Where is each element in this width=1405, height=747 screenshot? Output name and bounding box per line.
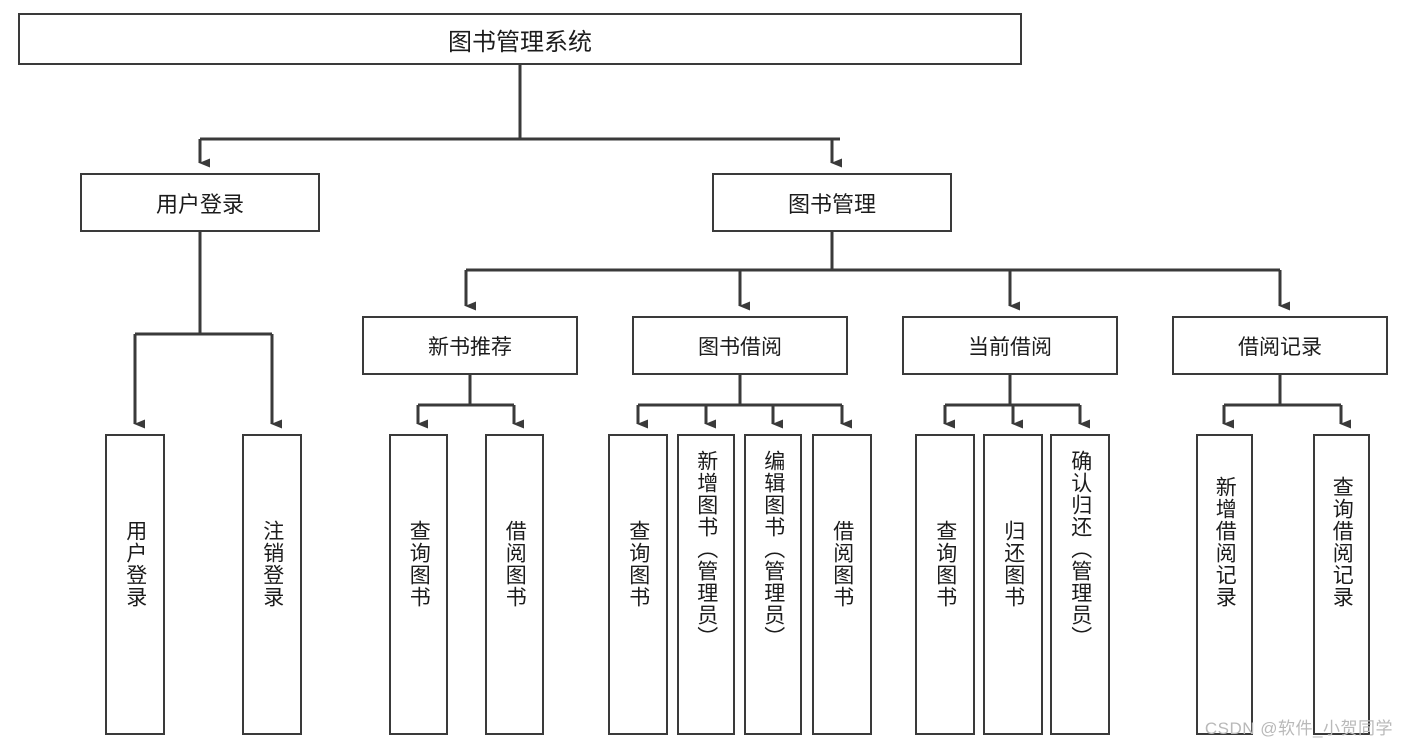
- leaf-label: 新增图书（管理员）: [694, 450, 718, 648]
- leaf-label: 借阅图书: [830, 520, 854, 608]
- leaf-label: 查询图书: [933, 520, 957, 608]
- node-new-book-recommend[interactable]: 新书推荐: [362, 316, 578, 375]
- node-new-book-recommend-label: 新书推荐: [428, 335, 512, 359]
- leaf-book-borrow-edit[interactable]: 编辑图书（管理员）: [744, 434, 802, 735]
- watermark: CSDN @软件_小贺同学: [1204, 719, 1393, 738]
- node-book-borrow[interactable]: 图书借阅: [632, 316, 848, 375]
- leaf-new-book-query[interactable]: 查询图书: [389, 434, 448, 735]
- leaf-label: 新增借阅记录: [1213, 476, 1237, 608]
- leaf-label: 查询图书: [407, 520, 431, 608]
- leaf-book-borrow-borrow[interactable]: 借阅图书: [812, 434, 872, 735]
- leaf-label: 确认归还（管理员）: [1068, 450, 1092, 648]
- node-borrow-record-label: 借阅记录: [1238, 335, 1322, 359]
- leaf-label: 编辑图书（管理员）: [761, 450, 785, 648]
- leaf-label: 查询借阅记录: [1330, 476, 1354, 608]
- leaf-user-login-logout[interactable]: 注销登录: [242, 434, 302, 735]
- node-root[interactable]: 图书管理系统: [18, 13, 1022, 65]
- node-book-management[interactable]: 图书管理: [712, 173, 952, 232]
- node-user-login[interactable]: 用户登录: [80, 173, 320, 232]
- leaf-user-login-login[interactable]: 用户登录: [105, 434, 165, 735]
- leaf-borrow-record-add[interactable]: 新增借阅记录: [1196, 434, 1253, 735]
- node-current-borrow-label: 当前借阅: [968, 335, 1052, 359]
- node-borrow-record[interactable]: 借阅记录: [1172, 316, 1388, 375]
- leaf-label: 注销登录: [260, 520, 284, 608]
- node-book-borrow-label: 图书借阅: [698, 335, 782, 359]
- node-current-borrow[interactable]: 当前借阅: [902, 316, 1118, 375]
- node-user-login-label: 用户登录: [155, 191, 244, 217]
- leaf-book-borrow-add[interactable]: 新增图书（管理员）: [677, 434, 735, 735]
- leaf-current-borrow-confirm-return[interactable]: 确认归还（管理员）: [1050, 434, 1110, 735]
- node-root-label: 图书管理系统: [448, 28, 592, 56]
- leaf-borrow-record-query[interactable]: 查询借阅记录: [1313, 434, 1370, 735]
- leaf-current-borrow-query[interactable]: 查询图书: [915, 434, 975, 735]
- leaf-current-borrow-return[interactable]: 归还图书: [983, 434, 1043, 735]
- leaf-label: 借阅图书: [503, 520, 527, 608]
- leaf-label: 归还图书: [1001, 520, 1025, 608]
- leaf-book-borrow-query[interactable]: 查询图书: [608, 434, 668, 735]
- node-book-management-label: 图书管理: [787, 191, 876, 217]
- leaf-new-book-borrow[interactable]: 借阅图书: [485, 434, 544, 735]
- leaf-label: 查询图书: [626, 520, 650, 608]
- leaf-label: 用户登录: [123, 520, 147, 608]
